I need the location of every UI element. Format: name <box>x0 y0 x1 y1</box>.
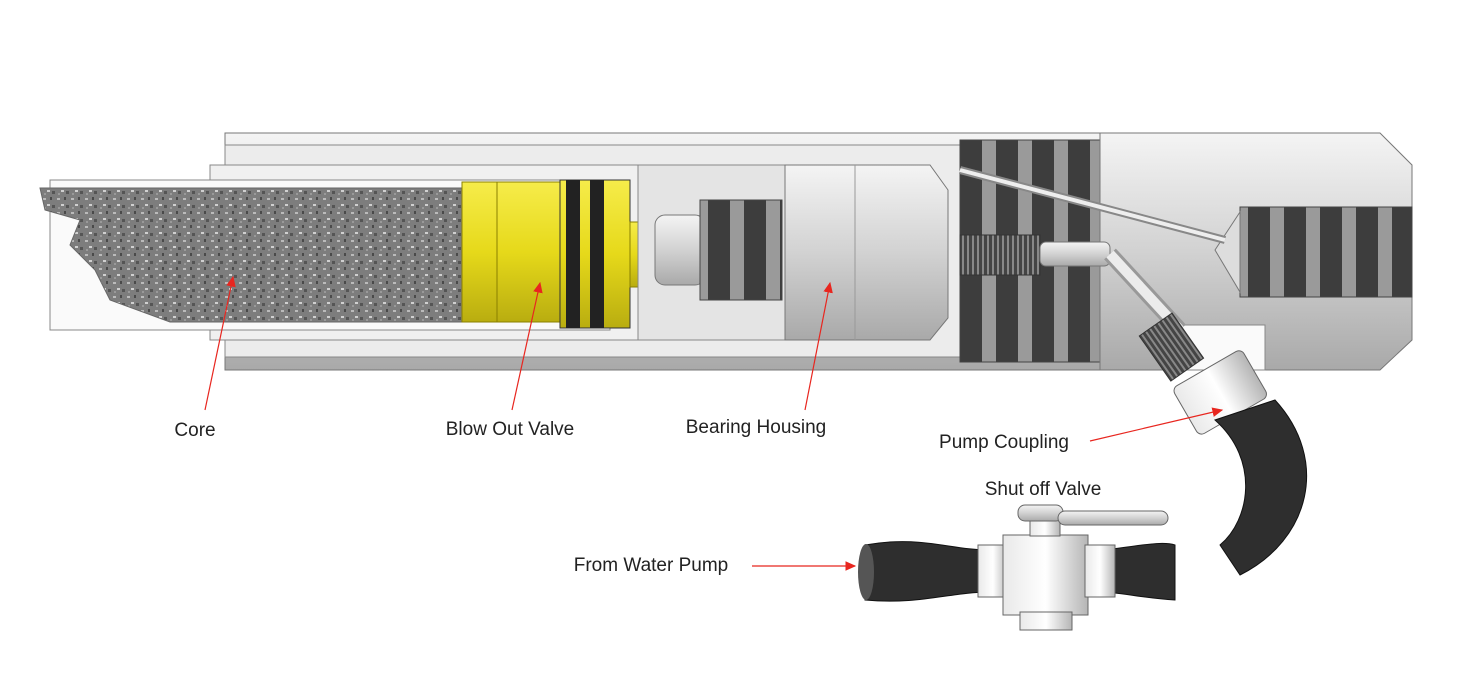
bearing-housing <box>784 164 949 341</box>
arrow-blow-out-valve <box>511 281 543 411</box>
label-shut-off-valve: Shut off Valve <box>984 479 1102 500</box>
arrow-pump-coupling <box>1089 407 1224 442</box>
pump-coupling <box>1173 350 1308 576</box>
label-pump-coupling: Pump Coupling <box>939 432 1069 453</box>
head-threads <box>1239 206 1413 298</box>
arrow-bearing-housing <box>804 281 833 411</box>
label-from-water-pump: From Water Pump <box>573 555 729 576</box>
label-blow-out-valve: Blow Out Valve <box>445 419 575 440</box>
label-core: Core <box>174 420 216 441</box>
blow-out-valve <box>461 179 639 329</box>
water-tubes <box>958 166 1227 382</box>
arrow-core <box>204 275 236 411</box>
spindle <box>637 164 789 341</box>
label-bearing-housing: Bearing Housing <box>685 417 827 438</box>
leader-arrows <box>204 275 1224 571</box>
shut-off-valve-drawing <box>858 504 1176 631</box>
